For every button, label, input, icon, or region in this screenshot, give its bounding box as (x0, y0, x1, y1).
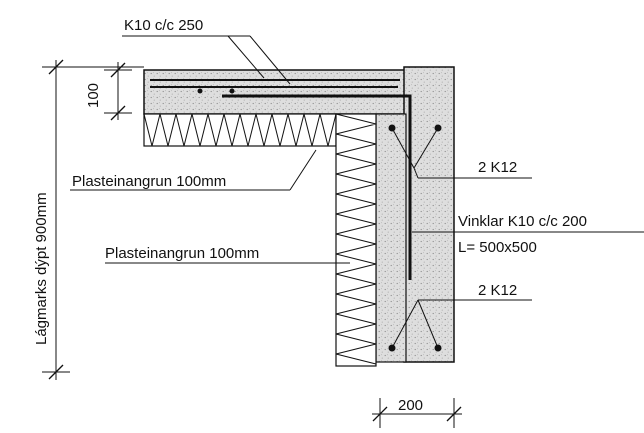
label-slab-thickness: 100 (85, 83, 102, 108)
angle-rebar (222, 94, 412, 280)
label-bars-lower: 2 K12 (478, 282, 517, 299)
horizontal-insulation (143, 113, 337, 147)
label-bars-upper: 2 K12 (478, 159, 517, 176)
label-wall-width: 200 (398, 397, 423, 414)
label-angle-bars-line2: L= 500x500 (458, 239, 537, 256)
label-depth: Lágmarks dýpt 900mm (33, 192, 50, 345)
wall-inner-concrete (375, 113, 407, 363)
label-angle-bars-line1: Vinklar K10 c/c 200 (458, 213, 587, 230)
label-top-rebar: K10 c/c 250 (124, 17, 203, 34)
vertical-insulation-zigzag (335, 113, 377, 365)
rebar-dot (197, 88, 203, 94)
wall-concrete (403, 66, 455, 363)
rebar-dot (229, 88, 235, 94)
label-insulation-vertical: Plasteinangrun 100mm (105, 245, 259, 262)
slab-concrete (143, 69, 407, 115)
rebar-dot (388, 124, 396, 132)
horizontal-insulation-zigzag (143, 113, 337, 147)
label-insulation-horizontal: Plasteinangrun 100mm (72, 173, 226, 190)
vertical-insulation (335, 113, 377, 367)
